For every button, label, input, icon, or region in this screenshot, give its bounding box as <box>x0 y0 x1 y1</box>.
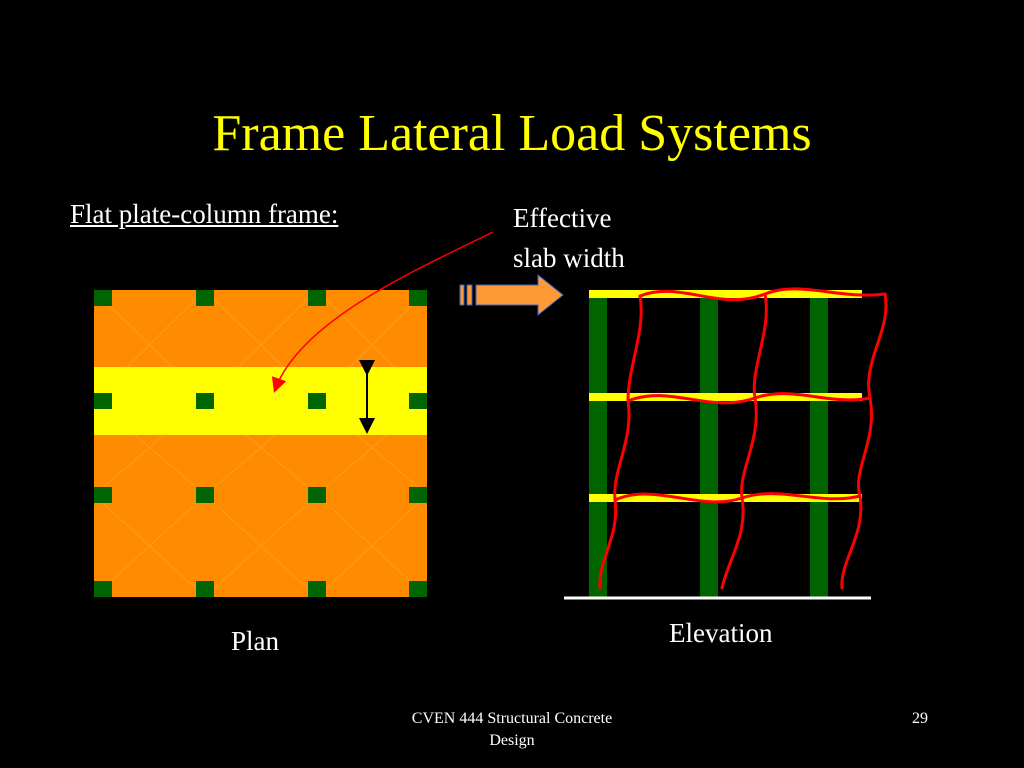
block-arrow <box>459 273 564 317</box>
elevation-column <box>589 290 607 597</box>
plan-column <box>409 290 427 306</box>
elevation-slabs <box>589 290 862 502</box>
plan-column <box>409 487 427 503</box>
effective-label-line2: slab width <box>513 243 625 273</box>
elevation-label: Elevation <box>669 618 773 648</box>
plan-column <box>308 290 326 306</box>
plan-column <box>94 487 112 503</box>
elevation-slab <box>589 393 862 401</box>
effective-label-line1: Effective <box>513 203 612 233</box>
elevation-slab <box>589 494 862 502</box>
effective-slab-width-label: Effective slab width <box>513 198 625 278</box>
plan-view <box>93 289 428 598</box>
plan-column <box>94 393 112 409</box>
plan-column <box>308 487 326 503</box>
subtitle: Flat plate-column frame: <box>70 199 339 229</box>
plan-column <box>308 393 326 409</box>
plan-column <box>409 581 427 597</box>
plan-column <box>94 290 112 306</box>
plan-columns <box>94 290 427 597</box>
callout-arrow <box>271 231 494 393</box>
elevation-columns <box>589 290 828 597</box>
slide-title: Frame Lateral Load Systems <box>212 105 812 162</box>
footer-text: CVEN 444 Structural Concrete Design <box>362 708 662 752</box>
page-number: 29 <box>912 710 928 727</box>
deformed-shape <box>598 287 888 590</box>
elevation-column <box>810 290 828 597</box>
footer-line1: CVEN 444 Structural Concrete <box>411 710 613 727</box>
footer-line2: Design <box>489 732 535 749</box>
elevation-column <box>700 290 718 597</box>
plan-column <box>196 393 214 409</box>
plan-column <box>94 581 112 597</box>
elevation-view <box>564 287 888 600</box>
plan-column <box>409 393 427 409</box>
plan-column <box>308 581 326 597</box>
plan-column <box>196 290 214 306</box>
elevation-slab <box>589 290 862 298</box>
plan-column <box>196 581 214 597</box>
plan-column <box>196 487 214 503</box>
plan-label: Plan <box>231 626 280 656</box>
effective-slab-strip <box>94 367 427 435</box>
